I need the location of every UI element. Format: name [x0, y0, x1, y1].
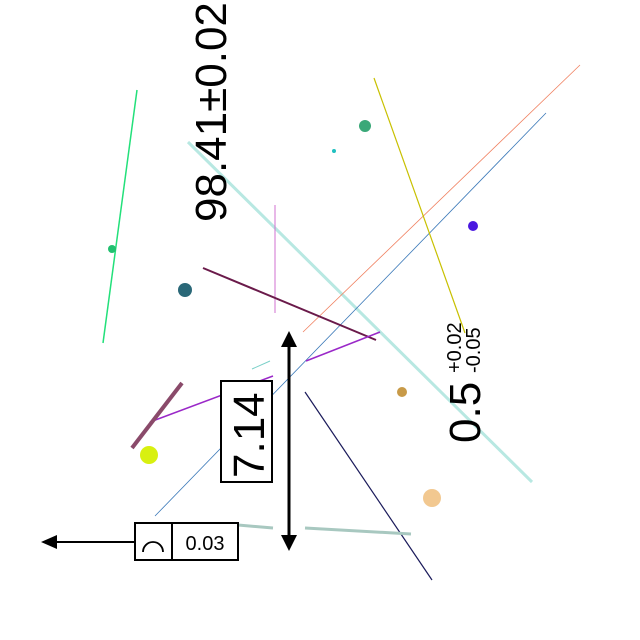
dot-indigo	[468, 221, 478, 231]
profile-of-line-icon	[142, 541, 164, 553]
feature-control-frame: 0.03	[134, 522, 239, 561]
arrow-down-icon	[281, 535, 297, 551]
dot-dark-teal	[178, 283, 192, 297]
orange-line	[302, 64, 581, 333]
arrow-up-icon	[281, 331, 297, 347]
gray-teal-line-a	[237, 523, 274, 530]
dot-cyan-tiny	[332, 149, 336, 153]
dot-lime	[140, 446, 158, 464]
decorative-lines	[102, 64, 581, 581]
stacked-tolerance-upper: +0.02	[444, 322, 466, 373]
green-line	[102, 89, 138, 344]
dot-tan	[397, 387, 407, 397]
stacked-tolerance-dimension: 0.5 +0.02 -0.05	[441, 322, 490, 443]
basic-dimension-box: 7.14	[220, 380, 274, 483]
vertical-dimension-line	[281, 331, 297, 551]
navy-line	[304, 391, 433, 581]
stacked-tolerance-nominal: 0.5	[441, 382, 490, 443]
basic-dimension-text: 7.14	[225, 392, 274, 478]
yellow-line	[373, 77, 466, 334]
basic-dimension-frame	[220, 380, 273, 483]
cyan-thick-line	[186, 140, 534, 484]
fcf-tolerance-text: 0.03	[186, 533, 225, 555]
teal-dash-line	[251, 360, 271, 370]
dot-peach	[423, 489, 441, 507]
maroon-line	[202, 267, 377, 341]
leader-arrow	[41, 535, 135, 549]
purple-line-a	[305, 331, 381, 362]
stacked-tolerance-lower: -0.05	[463, 327, 485, 373]
dot-sea-green	[359, 120, 371, 132]
mauve-line	[130, 381, 184, 450]
dot-green-small	[108, 245, 116, 253]
decorative-dots	[108, 120, 478, 507]
main-dimension-text: 98.41±0.02	[187, 2, 236, 222]
arrow-left-icon	[41, 535, 57, 549]
gray-teal-line-b	[304, 526, 412, 536]
